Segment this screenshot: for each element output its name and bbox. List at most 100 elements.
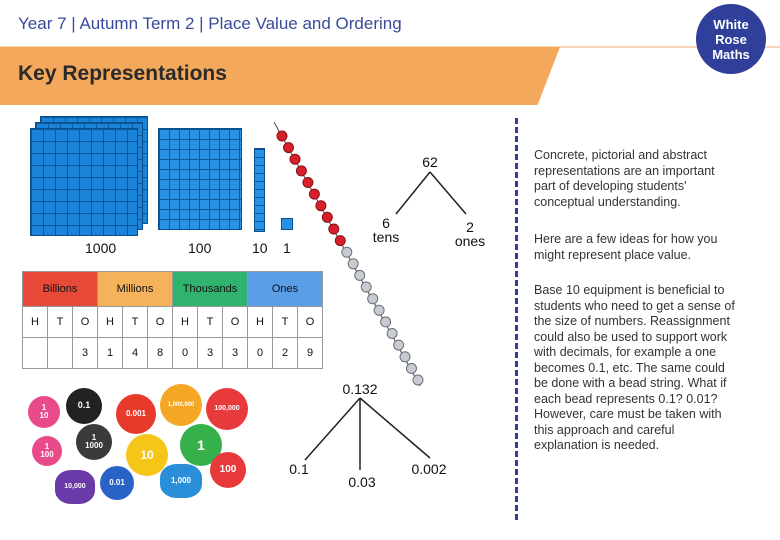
column-header: O xyxy=(222,306,248,338)
bead-red xyxy=(315,200,327,212)
counter-label: 0.01 xyxy=(109,477,125,487)
bead-red xyxy=(328,223,340,235)
column-header: T xyxy=(197,306,223,338)
counter-label: 10 xyxy=(140,447,154,462)
place-value-digit-row: 3 1 4 8 0 3 3 0 2 9 xyxy=(22,337,323,369)
thousand-cube-front xyxy=(30,128,138,236)
counter-label: 1 100 xyxy=(40,441,54,459)
section-divider xyxy=(515,118,518,520)
counter-0-001: 0.001 xyxy=(116,394,156,434)
digit-cell: 4 xyxy=(122,337,148,369)
column-header: O xyxy=(72,306,98,338)
bead-grey xyxy=(360,281,372,293)
ten-rod xyxy=(254,148,265,232)
place-value-table: Billions Millions Thousands Ones H T O H… xyxy=(22,271,323,369)
counter-1000: 1,000 xyxy=(160,464,202,498)
notes-paragraph-2: Here are a few ideas for how you might r… xyxy=(534,232,718,262)
header-title: Year 7 | Autumn Term 2 | Place Value and… xyxy=(18,14,402,33)
counter-label: 0.001 xyxy=(125,408,147,418)
bead-red xyxy=(295,165,307,177)
part-2-ones: 2 ones xyxy=(454,219,486,249)
ten-label: 10 xyxy=(252,240,268,256)
group-billions: Billions xyxy=(22,271,98,307)
bead-grey xyxy=(399,351,411,363)
counter-one-tenth: 1 10 xyxy=(28,396,60,428)
bead-grey xyxy=(386,328,398,339)
digit-cell: 3 xyxy=(197,337,223,369)
column-header: H xyxy=(22,306,48,338)
part-0-1: 0.1 xyxy=(289,461,309,477)
logo-line-3: Maths xyxy=(712,46,750,62)
banner-title: Key Representations xyxy=(18,62,227,85)
bead-grey xyxy=(373,304,385,316)
part-whole-lines-0-132 xyxy=(304,397,431,470)
counter-label: 1,000,000 xyxy=(167,401,195,408)
place-value-column-row: H T O H T O H T O H T O xyxy=(22,306,323,338)
digit-cell: 8 xyxy=(147,337,173,369)
counter-100000: 100,000 xyxy=(206,388,248,430)
counter-label: 100,000 xyxy=(214,405,240,413)
counter-0-01: 0.01 xyxy=(100,466,134,500)
bead-grey xyxy=(380,316,392,328)
bead-red xyxy=(289,153,301,165)
counter-label: 10,000 xyxy=(64,483,86,491)
counter-0-1: 0.1 xyxy=(66,388,102,424)
column-header: H xyxy=(247,306,273,338)
digit-cell: 3 xyxy=(222,337,248,369)
group-millions: Millions xyxy=(97,271,173,307)
bead-red xyxy=(321,211,333,223)
bead-grey xyxy=(367,293,379,305)
bead-grey xyxy=(347,258,359,270)
counter-label: 100 xyxy=(219,463,237,475)
bead-red xyxy=(334,235,346,247)
one-label: 1 xyxy=(283,240,291,256)
counter-label: 1 10 xyxy=(39,402,49,420)
logo-line-2: Rose xyxy=(715,31,747,47)
digit-cell xyxy=(22,337,48,369)
hundred-label: 100 xyxy=(188,240,212,256)
column-header: T xyxy=(47,306,73,338)
counter-label: 0.1 xyxy=(77,400,91,411)
bead-grey xyxy=(341,246,353,258)
part-6-tens: 6 tens xyxy=(372,215,400,245)
counter-10000: 10,000 xyxy=(55,470,95,504)
counter-one-hundredth: 1 100 xyxy=(32,436,62,466)
digit-cell: 0 xyxy=(172,337,198,369)
notes-paragraph-1: Concrete, pictorial and abstract represe… xyxy=(534,148,715,209)
whole-0-132: 0.132 xyxy=(342,381,378,397)
bead-grey xyxy=(393,339,405,351)
counter-label: 1,000 xyxy=(170,475,192,485)
notes-paragraph-3: Base 10 equipment is beneficial to stude… xyxy=(534,283,735,452)
part-whole-lines-62 xyxy=(395,171,467,215)
bead-red xyxy=(308,188,320,200)
digit-cell: 2 xyxy=(272,337,298,369)
whole-62: 62 xyxy=(422,154,438,170)
hundred-flat xyxy=(158,128,242,230)
counter-label: 1 1000 xyxy=(85,432,103,450)
bead-grey xyxy=(354,269,366,281)
counter-label: 1 xyxy=(197,436,205,453)
thousand-cube-stack xyxy=(30,116,150,236)
group-ones: Ones xyxy=(247,271,323,307)
one-unit-cube xyxy=(281,218,293,230)
white-rose-maths-logo: White Rose Maths xyxy=(696,4,766,74)
part-0-03: 0.03 xyxy=(348,474,376,490)
logo-line-1: White xyxy=(713,16,749,32)
digit-cell: 1 xyxy=(97,337,123,369)
column-header: O xyxy=(297,306,323,338)
bead-red xyxy=(283,142,294,154)
bead-grey xyxy=(412,374,424,386)
counter-one-thousandth: 1 1000 xyxy=(76,424,112,460)
bead-string xyxy=(273,121,424,387)
digit-cell: 0 xyxy=(247,337,273,369)
column-header: T xyxy=(272,306,298,338)
counter-100: 100 xyxy=(210,452,246,488)
digit-cell xyxy=(47,337,73,369)
bead-red xyxy=(276,130,288,142)
digit-cell: 3 xyxy=(72,337,98,369)
counter-10: 10 xyxy=(126,434,168,476)
group-thousands: Thousands xyxy=(172,271,248,307)
bead-grey xyxy=(406,362,417,374)
digit-cell: 9 xyxy=(297,337,323,369)
part-0-002: 0.002 xyxy=(411,461,447,477)
